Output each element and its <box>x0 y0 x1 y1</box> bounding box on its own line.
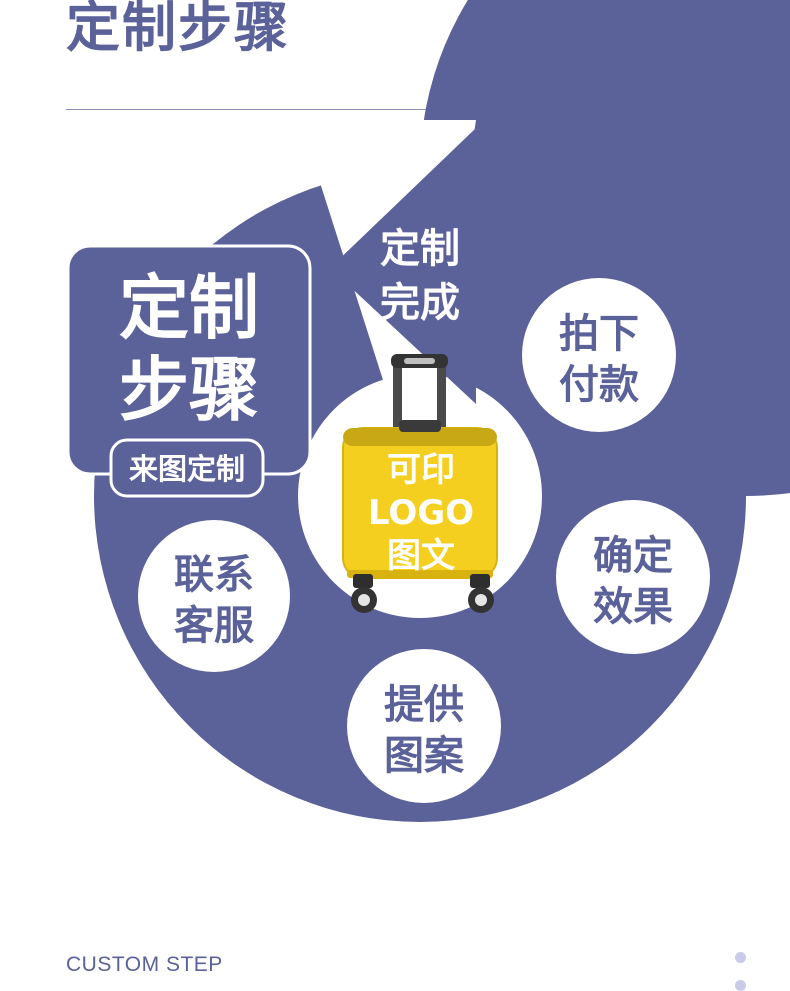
svg-text:效果: 效果 <box>593 584 673 630</box>
svg-text:确定: 确定 <box>593 533 673 579</box>
suitcase-illustration: 可印 LOGO 图文 <box>342 354 498 613</box>
svg-text:提供: 提供 <box>384 682 464 728</box>
svg-text:付款: 付款 <box>559 362 639 408</box>
svg-text:步骤: 步骤 <box>119 349 259 431</box>
cycle-arrowhead <box>330 128 476 404</box>
title-divider <box>66 109 613 110</box>
step-pay: 拍下 付款 <box>522 278 676 432</box>
svg-text:定制: 定制 <box>119 267 259 349</box>
arrow-label-line2: 完成 <box>380 280 460 326</box>
decor-dot-bottom-2 <box>735 980 746 991</box>
step-provide: 提供 图案 <box>347 649 501 803</box>
step-confirm: 确定 效果 <box>556 500 710 654</box>
decor-dot-bottom-1 <box>735 952 746 963</box>
page-title: 定制步骤 <box>66 0 290 59</box>
suitcase-text-line1: 可印 <box>387 450 455 490</box>
svg-text:来图定制: 来图定制 <box>129 452 245 486</box>
svg-text:客服: 客服 <box>174 603 254 649</box>
suitcase-text-line3: 图文 <box>387 536 455 576</box>
arrow-label-line1: 定制 <box>380 226 460 272</box>
svg-text:拍下: 拍下 <box>559 311 639 357</box>
suitcase-text-line2: LOGO <box>368 493 474 533</box>
steps-badge: 定制 步骤 来图定制 <box>66 244 312 498</box>
step-contact: 联系 客服 <box>138 520 290 672</box>
svg-text:图案: 图案 <box>384 733 465 779</box>
svg-text:联系: 联系 <box>174 552 254 598</box>
footer-caption: CUSTOM STEP <box>66 953 223 976</box>
